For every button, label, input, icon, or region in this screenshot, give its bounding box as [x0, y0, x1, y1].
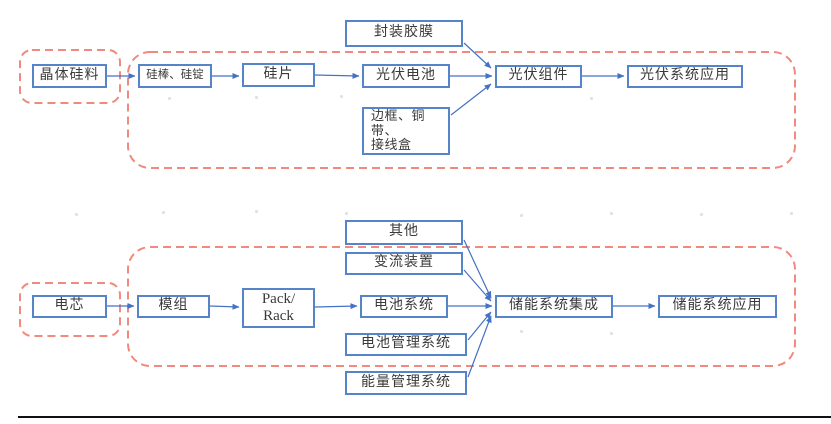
node-pack-rack: Pack/ Rack — [242, 288, 315, 328]
node-rod-ingot: 硅棒、硅锭 — [138, 64, 212, 88]
node-frame-ribbon-junction: 边框、铜带、 接线盒 — [362, 107, 450, 155]
pv-chain-outline — [127, 51, 796, 169]
node-battery-module: 模组 — [137, 295, 210, 318]
noise-speck — [255, 210, 258, 213]
arrow-film-to-module — [463, 42, 492, 69]
node-pv-system-application: 光伏系统应用 — [627, 65, 743, 88]
node-battery-system: 电池系统 — [360, 295, 448, 318]
node-encapsulant-film: 封装胶膜 — [345, 20, 463, 47]
noise-speck — [790, 212, 793, 215]
arrow-pack-to-batsys — [314, 303, 358, 310]
arrow-module-to-pack — [209, 303, 240, 310]
noise-speck — [610, 212, 613, 215]
node-pv-cell: 光伏电池 — [362, 64, 450, 88]
noise-speck — [610, 332, 613, 335]
noise-speck — [168, 97, 171, 100]
noise-speck — [700, 213, 703, 216]
node-converter-device: 变流装置 — [345, 252, 463, 275]
node-other: 其他 — [345, 220, 463, 245]
noise-speck — [255, 96, 258, 99]
node-crystal-silicon: 晶体硅料 — [32, 64, 107, 88]
noise-speck — [345, 212, 348, 215]
arrow-wafer-to-cell — [314, 72, 360, 79]
node-pv-module: 光伏组件 — [495, 65, 582, 88]
arrow-converter-to-integ — [463, 269, 492, 302]
node-battery-cell: 电芯 — [32, 295, 107, 318]
noise-speck — [340, 95, 343, 98]
noise-speck — [590, 97, 593, 100]
bottom-rule — [18, 416, 831, 418]
arrow-ems-to-integ — [467, 315, 492, 378]
noise-speck — [520, 214, 523, 217]
node-wafer: 硅片 — [242, 63, 315, 87]
noise-speck — [162, 211, 165, 214]
node-ess-integration: 储能系统集成 — [495, 295, 613, 318]
noise-speck — [75, 213, 78, 216]
noise-speck — [520, 330, 523, 333]
arrow-other-to-integ — [463, 239, 492, 299]
ess-upstream-outline — [19, 282, 121, 337]
node-ess-application: 储能系统应用 — [658, 295, 777, 318]
arrow-frame-to-module — [450, 83, 492, 116]
node-energy-management-system: 能量管理系统 — [345, 371, 467, 395]
node-battery-management-system: 电池管理系统 — [345, 333, 467, 356]
